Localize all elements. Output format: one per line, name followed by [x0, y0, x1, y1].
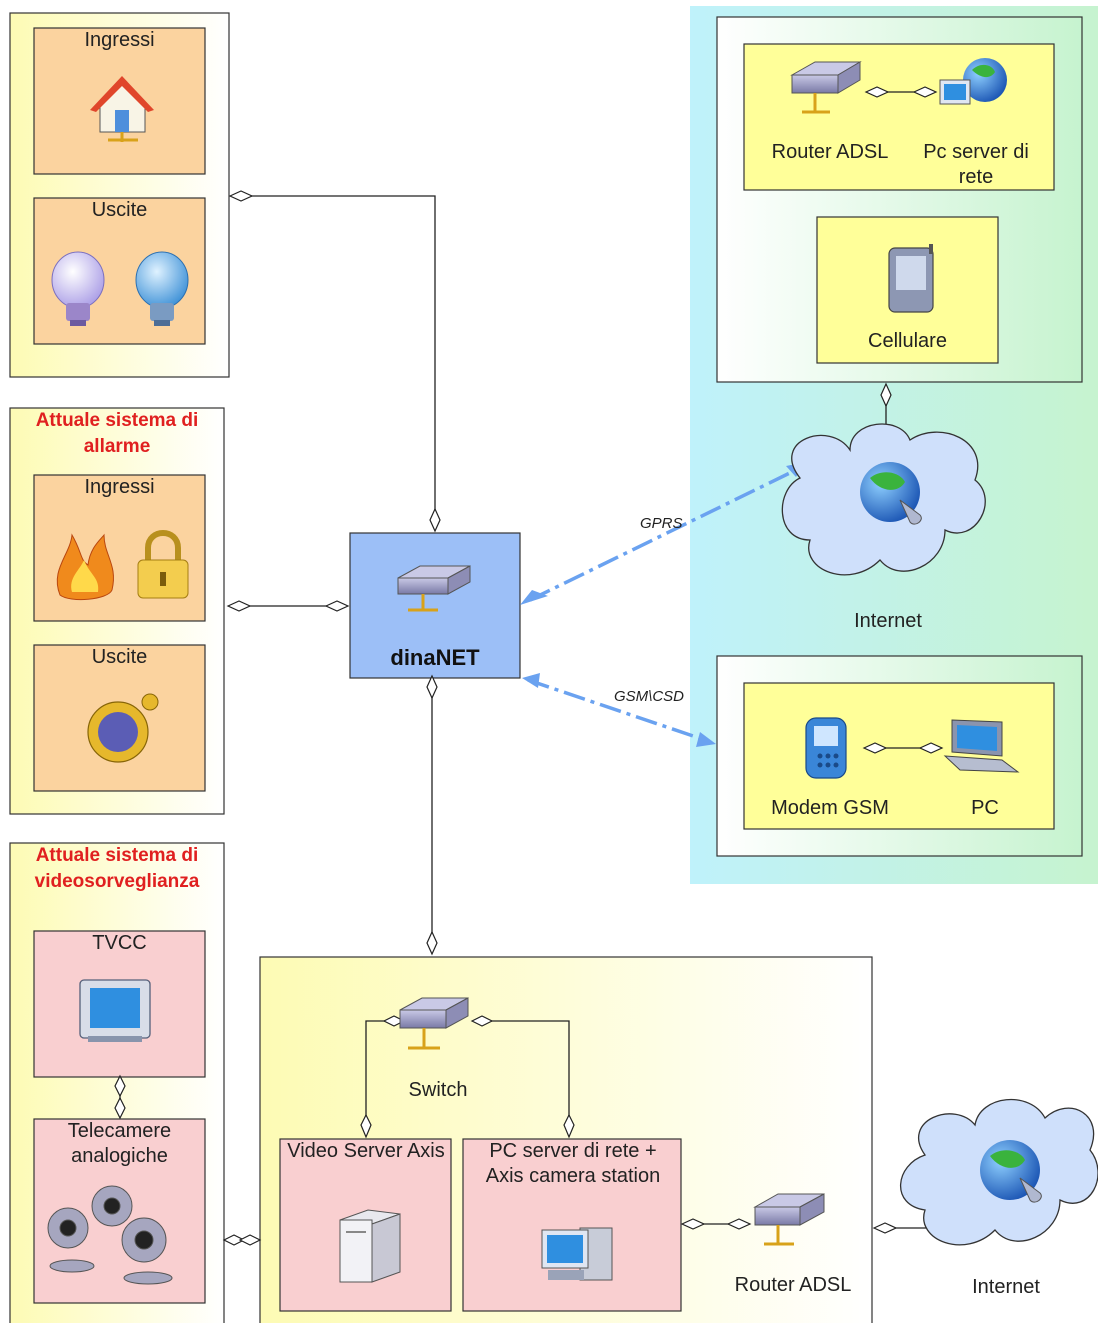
pc-label: PC: [971, 797, 999, 819]
inputs-label: Ingressi: [84, 29, 155, 51]
pc-station-label: PC server di rete + Axis camera station: [485, 1140, 661, 1187]
connector-diamonds: [114, 86, 952, 1246]
cameras-label: Telecamere analogiche: [67, 1120, 172, 1167]
internet-lan-label: Internet: [972, 1276, 1040, 1298]
lan-router-label: Router ADSL: [734, 1274, 852, 1296]
remote-router-icon: [790, 61, 862, 114]
gprs-label: GPRS: [640, 515, 683, 532]
dinanet-box: [349, 532, 521, 679]
fire-icon: [56, 533, 114, 601]
internet-remote-label: Internet: [854, 610, 922, 632]
lightbulb-white-icon: [51, 251, 105, 326]
house-icon: [90, 76, 154, 142]
link-top-group-dinanet: [240, 195, 436, 525]
pda-phone-icon: [888, 244, 934, 313]
link-switch-pcstation: [477, 1020, 570, 1132]
modem-gsm-label: Modem GSM: [771, 797, 889, 819]
outputs-label: Uscite: [91, 199, 148, 221]
gsm-link: [527, 678, 706, 742]
mobile-phone-icon: [805, 717, 847, 779]
alarm-outputs-label: Uscite: [91, 646, 148, 668]
gsm-label: GSM\CSD: [614, 688, 685, 705]
dinanet-router-icon: [397, 565, 471, 612]
cellulare-label: Cellulare: [868, 330, 947, 352]
internet-globe-icon-remote: [860, 462, 922, 525]
pc-server-label: Pc server di rete: [923, 141, 1029, 188]
laptop-icon: [943, 719, 1020, 773]
video-system-title: Attuale sistema di videosorveglianza: [34, 845, 200, 892]
pc-station-box: [462, 1138, 682, 1312]
dinanet-label: dinaNET: [390, 645, 480, 670]
siren-icon: [87, 693, 159, 763]
tvcc-label: TVCC: [92, 932, 147, 954]
internet-globe-icon-lan: [980, 1140, 1042, 1203]
gprs-link: [529, 466, 801, 602]
lan-router-icon: [753, 1193, 825, 1246]
lightbulb-blue-icon: [135, 251, 189, 326]
webcams-icon: [47, 1185, 173, 1285]
switch-label: Switch: [408, 1079, 468, 1101]
switch-icon: [399, 997, 469, 1050]
tv-icon: [79, 979, 151, 1042]
alarm-system-title: Attuale sistema di allarme: [35, 410, 199, 457]
padlock-icon: [137, 530, 189, 599]
pc-globe-icon: [939, 58, 1007, 105]
desktop-pc-icon: [541, 1227, 613, 1281]
video-server-label: Video Server Axis: [287, 1140, 445, 1162]
alarm-inputs-label: Ingressi: [84, 476, 155, 498]
remote-router-label: Router ADSL: [771, 141, 889, 163]
server-tower-icon: [339, 1209, 401, 1283]
